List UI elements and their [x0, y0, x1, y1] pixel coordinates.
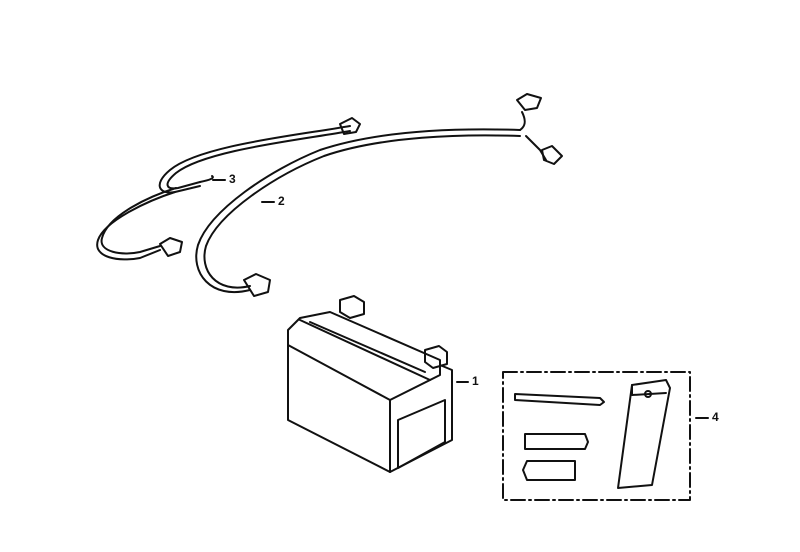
- callout-4: 4: [712, 410, 719, 424]
- cable-3[interactable]: [96, 117, 361, 261]
- callout-1: 1: [472, 374, 479, 388]
- tool-kit[interactable]: [502, 371, 691, 501]
- cable-2[interactable]: [195, 93, 563, 297]
- callout-3: 3: [229, 172, 236, 186]
- callout-2: 2: [278, 194, 285, 208]
- battery[interactable]: [287, 295, 453, 473]
